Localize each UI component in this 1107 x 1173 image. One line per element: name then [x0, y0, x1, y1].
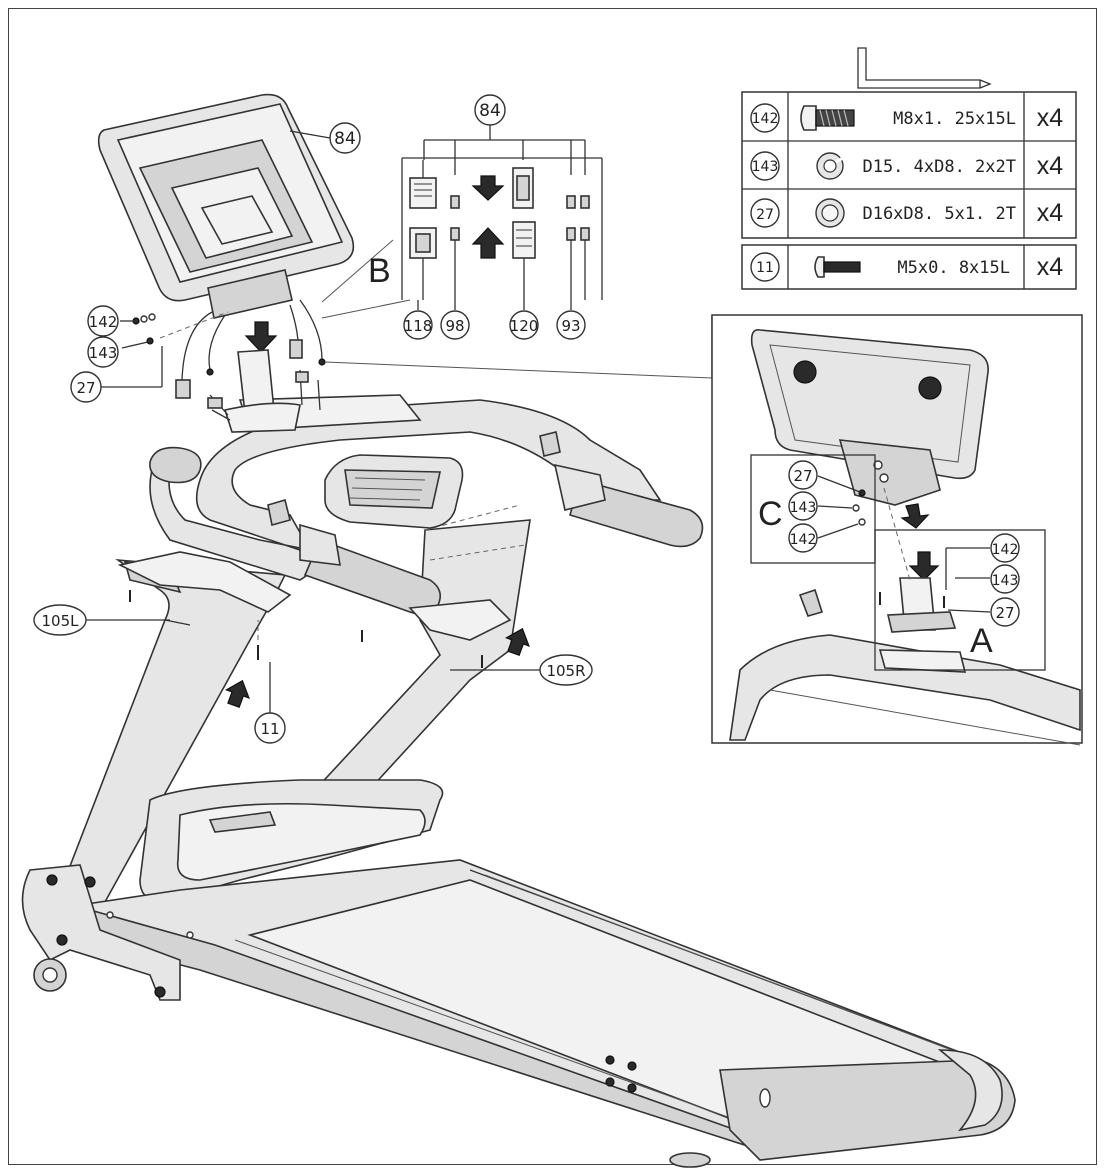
callout-93: 93 — [556, 310, 586, 340]
detail-label-c: C — [758, 495, 783, 533]
callout-27-left: 27 — [70, 371, 102, 403]
svg-text:93: 93 — [561, 317, 580, 335]
callout-142-detail-c: 142 — [788, 523, 818, 553]
detail-b-harness — [321, 125, 603, 319]
screw-11 — [129, 590, 483, 668]
callout-11: 11 — [254, 712, 286, 744]
detail-inset — [711, 314, 1083, 746]
part-qty: x4 — [1037, 253, 1064, 281]
callout-143-detail-a: 143 — [990, 564, 1020, 594]
callout-84-harness: 84 — [474, 94, 506, 126]
detail-label-b: B — [368, 252, 391, 290]
table-row: 142 M8x1. 25x15L x4 — [750, 103, 1064, 133]
table-row: 27 D16xD8. 5x1. 2T x4 — [750, 198, 1064, 228]
svg-text:84: 84 — [479, 101, 501, 121]
svg-text:143: 143 — [992, 573, 1019, 589]
flat-washer-icon — [815, 198, 845, 228]
screw-icon — [814, 256, 861, 278]
callout-142-detail-a: 142 — [990, 533, 1020, 563]
left-hardware-stack — [101, 311, 229, 388]
part-qty: x4 — [1037, 152, 1064, 180]
part-spec: D15. 4xD8. 2x2T — [862, 157, 1016, 177]
svg-text:98: 98 — [445, 317, 464, 335]
split-washer-icon — [816, 152, 844, 180]
callout-118: 118 — [403, 310, 433, 340]
callout-142-left: 142 — [87, 305, 119, 337]
part-spec: M5x0. 8x15L — [897, 258, 1010, 278]
hardware-table: 142 M8x1. 25x15L x4 143 D15. 4xD8. — [741, 91, 1077, 290]
page-border — [8, 8, 1097, 1165]
part-number: 142 — [752, 111, 779, 127]
bolt-icon — [800, 105, 855, 131]
callout-98: 98 — [440, 310, 470, 340]
callout-120: 120 — [509, 310, 539, 340]
svg-text:105L: 105L — [42, 612, 80, 630]
table-row: 11 M5x0. 8x15L x4 — [750, 252, 1064, 282]
part-spec: D16xD8. 5x1. 2T — [862, 204, 1016, 224]
part-number: 143 — [752, 159, 779, 175]
callout-105R: 105R — [539, 654, 593, 686]
part-qty: x4 — [1037, 199, 1064, 227]
console-display — [97, 93, 355, 399]
svg-text:142: 142 — [89, 313, 118, 331]
svg-text:27: 27 — [76, 379, 95, 397]
callout-27-detail-a: 27 — [990, 597, 1020, 627]
part-qty: x4 — [1037, 104, 1064, 132]
svg-text:143: 143 — [790, 500, 817, 516]
part-number: 11 — [756, 260, 774, 276]
svg-text:142: 142 — [790, 532, 817, 548]
allen-key-icon — [857, 47, 992, 89]
svg-text:105R: 105R — [546, 662, 585, 680]
table-row: 143 D15. 4xD8. 2x2T x4 — [750, 151, 1064, 181]
svg-text:118: 118 — [404, 317, 433, 335]
svg-text:143: 143 — [89, 344, 118, 362]
callout-143-detail-c: 143 — [788, 491, 818, 521]
detail-label-a: A — [970, 622, 993, 660]
callout-27-detail-c: 27 — [788, 460, 818, 490]
callout-143-left: 143 — [87, 336, 119, 368]
part-spec: M8x1. 25x15L — [893, 109, 1016, 129]
treadmill-frame — [21, 349, 1016, 1168]
part-number: 27 — [756, 207, 774, 223]
callout-84-console: 84 — [329, 122, 361, 154]
callout-105L: 105L — [33, 604, 87, 636]
svg-text:142: 142 — [992, 542, 1019, 558]
svg-text:27: 27 — [793, 467, 812, 485]
svg-text:27: 27 — [995, 604, 1014, 622]
svg-text:84: 84 — [334, 129, 356, 149]
svg-text:120: 120 — [510, 317, 539, 335]
svg-text:11: 11 — [260, 720, 279, 738]
